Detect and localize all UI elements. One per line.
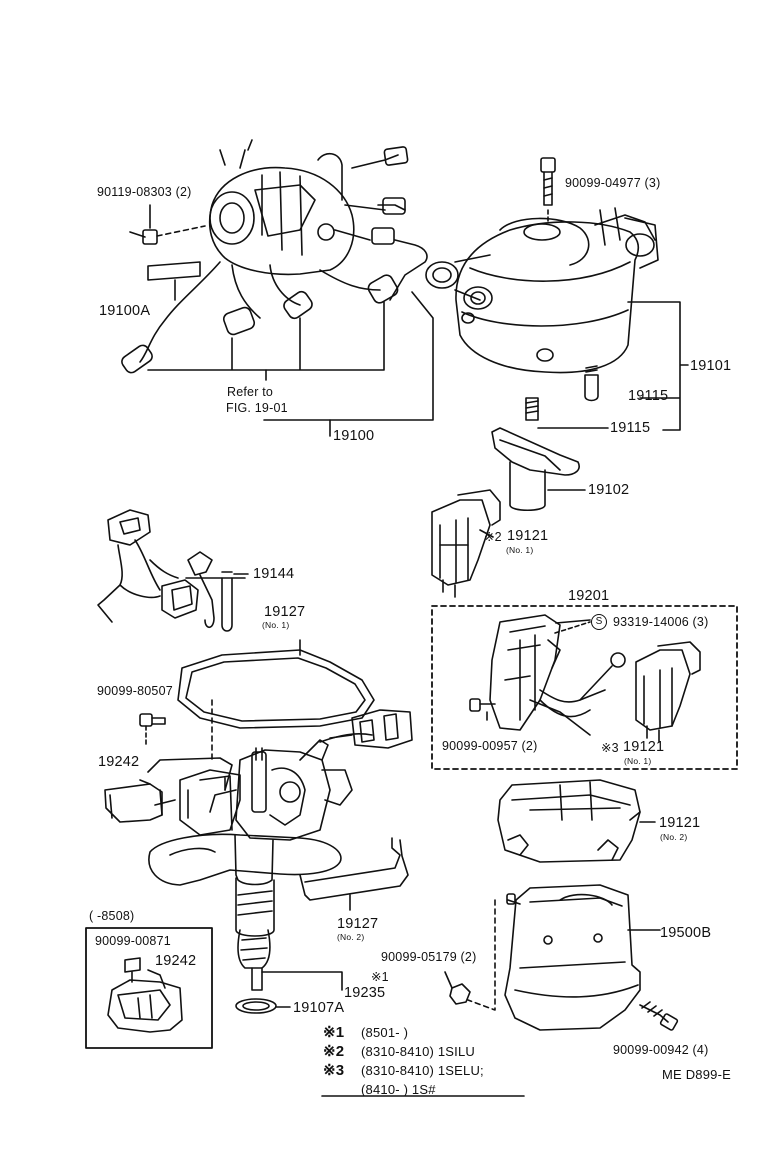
note-mark: ※2	[323, 1043, 345, 1060]
connector-19121-no2-drawing	[497, 779, 656, 863]
note-text: (8310-8410) 1SILU	[361, 1044, 475, 1059]
part-number-19201: 19201	[568, 588, 610, 604]
distributor-cap-drawing	[425, 157, 689, 431]
part-number-19107a: 19107A	[293, 1000, 345, 1016]
part-number-19144: 19144	[253, 566, 295, 582]
gasket-19127-no1-drawing	[177, 639, 375, 761]
part-number-19115-lower: 19115	[610, 420, 651, 436]
distributor-housing-drawing	[148, 709, 413, 991]
rotor-drawing	[491, 427, 586, 512]
variant-no1-lower: (No. 1)	[624, 756, 652, 766]
note-row: (8410- ) 1S#	[323, 1081, 435, 1100]
assembly-19201-box	[431, 605, 738, 770]
part-number-90099-04977: 90099-04977 (3)	[565, 176, 661, 190]
part-number-19127-no2: 19127	[337, 916, 379, 932]
detail-box-8508	[85, 927, 213, 1049]
note-mark-3: ※3	[601, 741, 619, 755]
part-number-19100: 19100	[333, 428, 375, 444]
part-number-19121-no1-lower: 19121	[623, 739, 665, 755]
note-row: ※1 (8501- )	[323, 1024, 408, 1043]
part-number-90119-08303: 90119-08303 (2)	[97, 185, 192, 199]
variant-no2-connector: (No. 2)	[660, 832, 688, 842]
note-row: ※2 (8310-8410) 1SILU	[323, 1043, 475, 1062]
part-number-19101: 19101	[690, 358, 732, 374]
part-number-90099-00871: 90099-00871	[95, 934, 171, 948]
part-number-19500b: 19500B	[660, 925, 712, 941]
part-number-19100a: 19100A	[99, 303, 151, 319]
part-number-19235: 19235	[344, 985, 386, 1001]
part-number-90099-05179: 90099-05179 (2)	[381, 950, 477, 964]
refer-to-text: Refer to	[227, 385, 274, 399]
part-number-90099-00957: 90099-00957 (2)	[442, 739, 538, 753]
connector-19121-no1-drawing	[431, 489, 501, 598]
part-number-19242: 19242	[98, 754, 140, 770]
part-number-19121-no1-upper: 19121	[507, 528, 549, 544]
diagram-code: ME D899-E	[662, 1067, 731, 1082]
part-number-19121-no2: 19121	[659, 815, 701, 831]
part-number-90099-00942: 90099-00942 (4)	[613, 1043, 709, 1057]
gasket-19127-no2-drawing	[299, 837, 409, 911]
note-mark-1: ※1	[371, 970, 389, 984]
housing-19500b-drawing	[467, 884, 679, 1031]
part-number-19242-detail: 19242	[155, 953, 197, 969]
part-number-19102: 19102	[588, 482, 630, 498]
date-range-8508: ( -8508)	[89, 909, 135, 923]
note-mark-2: ※2	[484, 530, 502, 544]
distributor-assembly-19100-drawing	[121, 139, 434, 421]
pickup-wiring-drawing	[97, 509, 249, 632]
part-number-93319-14006: 93319-14006 (3)	[613, 615, 709, 629]
note-row: ※3 (8310-8410) 1SELU;	[323, 1062, 484, 1081]
figure-reference: FIG. 19-01	[226, 401, 288, 415]
misc-small-parts	[139, 419, 591, 1097]
bracket-19242-drawing	[104, 713, 233, 823]
variant-no1-gasket: (No. 1)	[262, 620, 290, 630]
note-text: (8310-8410) 1SELU;	[361, 1063, 484, 1078]
note-mark: ※1	[323, 1024, 345, 1041]
variant-no1-upper: (No. 1)	[506, 545, 534, 555]
part-number-90099-80507: 90099-80507	[97, 684, 173, 698]
note-mark: ※3	[323, 1062, 345, 1079]
part-number-19127-no1: 19127	[264, 604, 306, 620]
part-number-19115-upper: 19115	[628, 388, 669, 404]
note-text: (8410- ) 1S#	[361, 1082, 436, 1097]
notes-block: ※1 (8501- ) ※2 (8310-8410) 1SILU ※3 (831…	[323, 1024, 484, 1100]
note-text: (8501- )	[361, 1025, 409, 1040]
variant-no2-gasket: (No. 2)	[337, 932, 365, 942]
circle-s-marker: S	[591, 614, 607, 630]
